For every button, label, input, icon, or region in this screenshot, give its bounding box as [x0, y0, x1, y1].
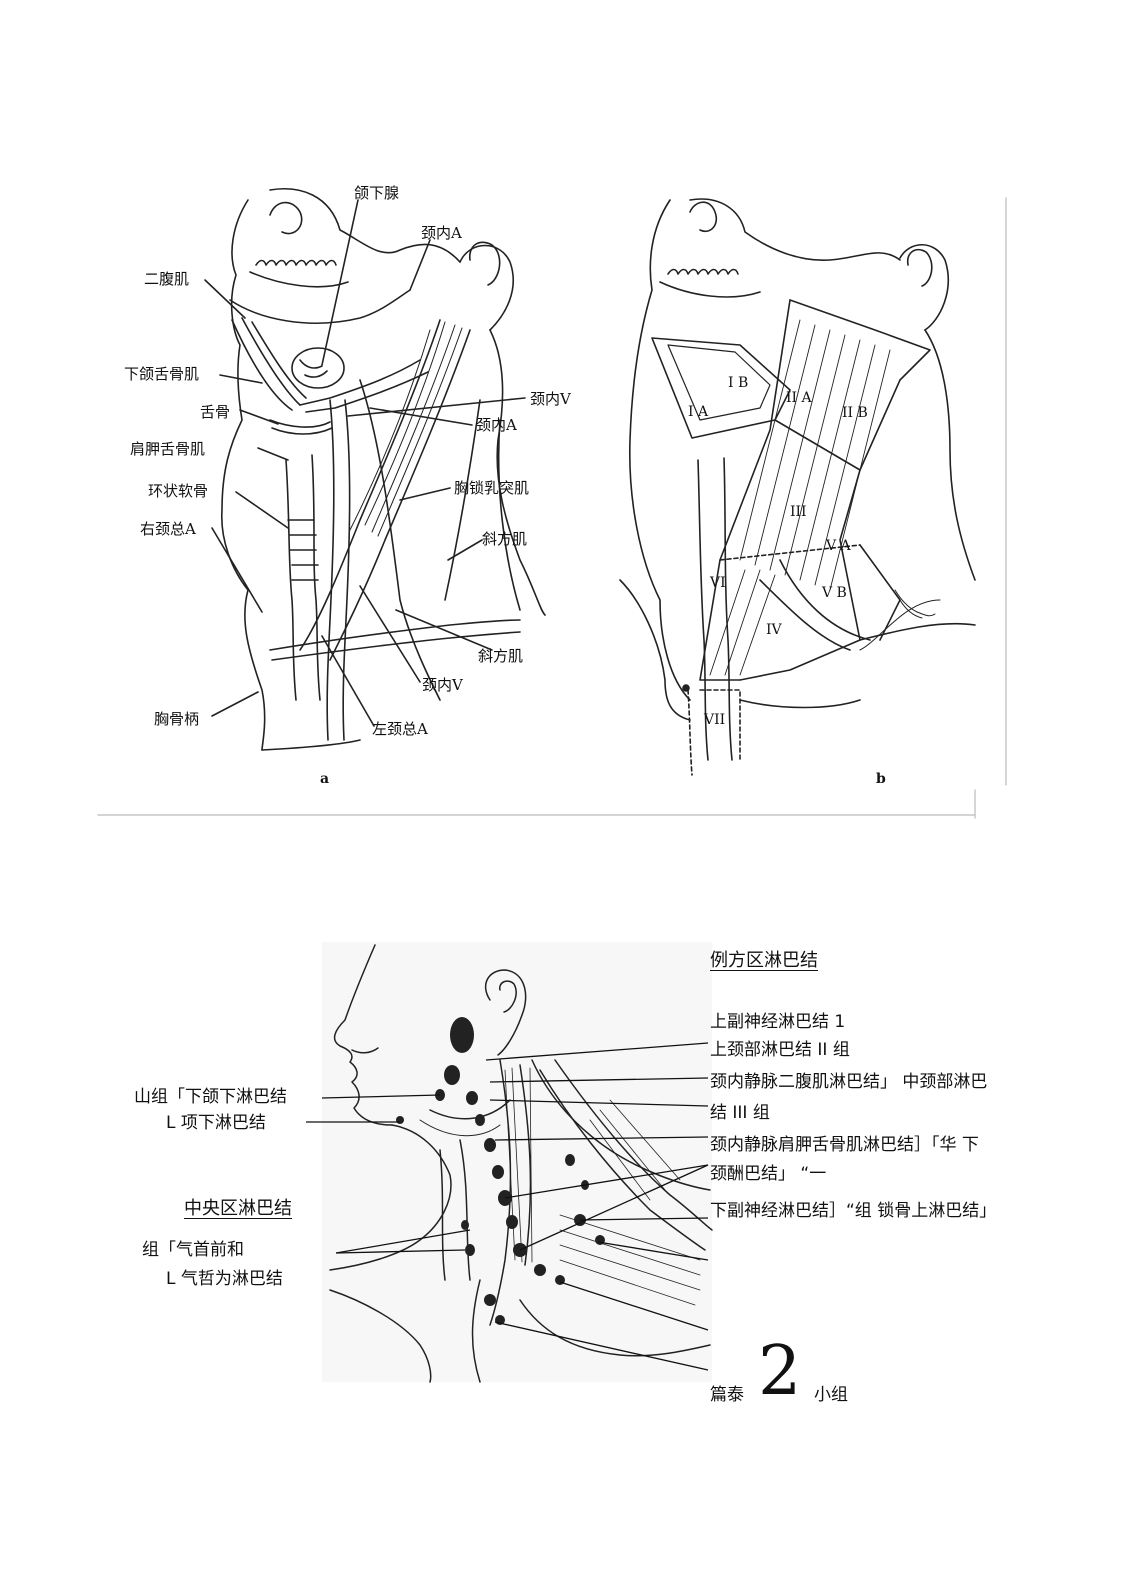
node-label-5: 颈内静脉肩胛舌骨肌淋巴结］「华 下 — [710, 1135, 979, 1155]
group2-line2: L 气哲为淋巴结 — [166, 1269, 283, 1289]
central-zone-title: 中央区淋巴结 — [184, 1198, 292, 1219]
label-right-common-carotid: 右颈总A — [140, 520, 196, 538]
zone-IIB: II B — [842, 405, 868, 421]
node-label-6: 颈酬巴结」 “一 — [710, 1164, 827, 1184]
zone-VII: VII — [704, 712, 726, 728]
zone-IV: IV — [766, 622, 782, 638]
footer-big-number: 2 — [758, 1332, 802, 1411]
caption-b: b — [876, 771, 886, 787]
zone-VI: VI — [710, 575, 726, 591]
label-mylohyoid: 下颌舌骨肌 — [124, 365, 200, 383]
label-trapezius-lower: 斜方肌 — [478, 647, 524, 665]
zone-IA: I A — [688, 404, 709, 420]
zone-III: III — [790, 504, 807, 520]
footer-prefix: 篇泰 — [710, 1385, 744, 1405]
group1-line2: L 项下淋巴结 — [166, 1113, 266, 1133]
zone-VA: V A — [826, 538, 851, 554]
label-submandibular-gland: 颌下腺 — [354, 184, 400, 202]
label-internal-jugular-mid: 颈内V — [530, 390, 571, 408]
node-label-4: 结 III 组 — [710, 1103, 770, 1123]
label-cricoid: 环状软骨 — [148, 482, 209, 500]
label-left-common-carotid: 左颈总A — [372, 720, 428, 738]
node-label-3: 颈内静脉二腹肌淋巴结」 中颈部淋巴 — [710, 1072, 988, 1092]
label-internal-carotid-upper: 颈内A — [421, 224, 462, 242]
caption-a: a — [320, 771, 330, 787]
footer-suffix: 小组 — [814, 1385, 848, 1405]
label-internal-jugular-low: 颈内V — [422, 676, 463, 694]
group1-line1: 山组「下颌下淋巴结 — [134, 1087, 287, 1107]
node-label-1: 上副神经淋巴结 1 — [710, 1012, 846, 1032]
node-label-7: 下副神经淋巴结］“组 锁骨上淋巴结」 — [710, 1201, 997, 1221]
label-manubrium: 胸骨柄 — [154, 710, 200, 728]
group2-line1: 组「气首前和 — [142, 1240, 244, 1260]
label-omohyoid: 肩胛舌骨肌 — [130, 440, 206, 458]
node-label-2: 上颈部淋巴结 II 组 — [710, 1040, 850, 1060]
label-sternocleidomastoid: 胸锁乳突肌 — [454, 479, 530, 497]
label-trapezius-upper: 斜方肌 — [482, 530, 528, 548]
zone-IB: I B — [728, 375, 749, 391]
zone-IIA: II A — [786, 390, 812, 406]
label-hyoid: 舌骨 — [200, 403, 231, 421]
zone-VB: V B — [822, 585, 847, 601]
lateral-zone-title: 例方区淋巴结 — [710, 950, 818, 971]
label-internal-carotid-mid: 颈内A — [476, 416, 517, 434]
label-digastric: 二腹肌 — [144, 270, 190, 288]
